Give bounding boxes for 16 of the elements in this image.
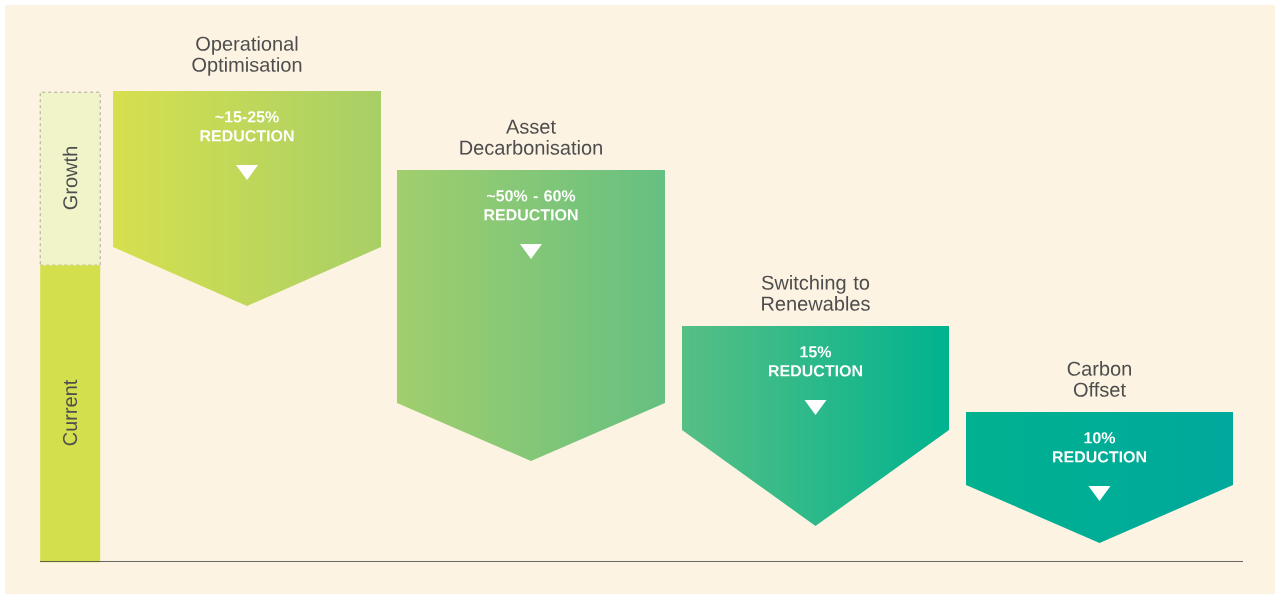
bar-label: Growth xyxy=(62,147,78,210)
stage-title: Asset Decarbonisation xyxy=(460,119,602,155)
current-bar xyxy=(40,265,101,563)
bar-label: Current xyxy=(62,379,78,446)
stage-title: Switching to Renewables xyxy=(761,275,870,311)
reduction-arrow xyxy=(1053,361,1146,501)
stage-title: Operational Optimisation xyxy=(192,36,302,76)
growth-bar xyxy=(40,92,101,266)
reduction-text: ~50% - 60% REDUCTION xyxy=(484,190,578,221)
reduction-text: 15% REDUCTION xyxy=(769,346,862,377)
reduction-text: 10% REDUCTION xyxy=(1053,432,1146,463)
stage-title: Carbon Offset xyxy=(1067,361,1131,397)
reduction-arrow xyxy=(460,119,602,259)
reduction-arrow xyxy=(761,275,870,415)
reduction-text: ~15-25% REDUCTION xyxy=(200,111,294,142)
reduction-arrow xyxy=(192,36,302,180)
